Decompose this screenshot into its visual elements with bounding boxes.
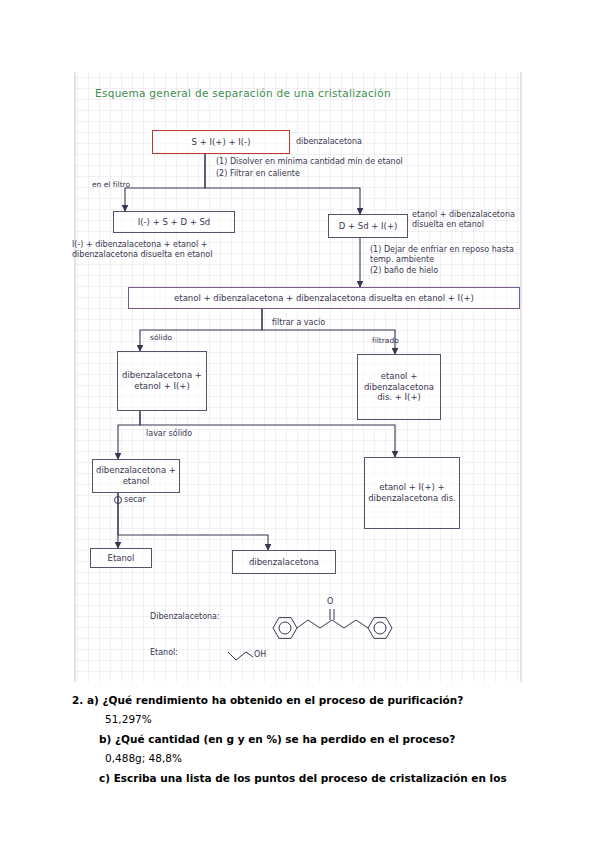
process-box: etanol + I(+) + dibenzalacetona dis. — [364, 457, 460, 529]
annotation: Etanol: — [150, 648, 210, 658]
question-text: 51,297% — [105, 713, 255, 725]
process-box: S + I(+) + I(-) — [152, 130, 290, 154]
process-box: D + Sd + I(+) — [328, 214, 408, 238]
annotation: I(-) + dibenzalacetona + etanol + dibenz… — [72, 240, 262, 260]
annotation: (2) Filtrar en caliente — [216, 169, 366, 179]
annotation: (1) Disolver en mínima cantidad mín de e… — [216, 157, 446, 167]
annotation: OH — [254, 650, 274, 660]
edge-label: sólido — [150, 333, 190, 342]
process-box: I(-) + S + D + Sd — [113, 211, 235, 233]
edge-label: en el filtro — [92, 180, 132, 189]
box-text: dibenzalacetona — [249, 557, 319, 568]
molecule-structure — [228, 652, 253, 660]
paper-edge — [521, 72, 522, 682]
box-text: etanol + dibenzalacetona + dibenzalaceto… — [174, 293, 474, 304]
box-text: dibenzalacetona + etanol — [96, 465, 176, 486]
process-box: Etanol — [90, 548, 152, 568]
flow-arrow — [118, 411, 140, 459]
box-text: D + Sd + I(+) — [339, 221, 398, 232]
annotation: Dibenzalacetona: — [150, 612, 250, 622]
process-box: etanol + dibenzalacetona dis. + I(+) — [357, 354, 441, 420]
annotation: O — [327, 597, 339, 607]
flow-arrow — [125, 154, 205, 211]
diagram-title: Esquema general de separación de una cri… — [95, 87, 455, 99]
box-text: etanol + I(+) + dibenzalacetona dis. — [368, 482, 456, 503]
edge-label: filtrado — [372, 336, 412, 345]
annotation: (1) Dejar de enfriar en reposo hasta tem… — [370, 245, 515, 265]
annotation: filtrar a vacío — [272, 318, 372, 328]
annotation: dibenzalacetona — [296, 137, 396, 147]
flow-arrow — [359, 238, 360, 287]
paper-edge — [75, 72, 76, 682]
box-text: etanol + dibenzalacetona dis. + I(+) — [361, 371, 437, 403]
box-text: dibenzalacetona + etanol + I(+) — [121, 370, 203, 391]
question-text: b) ¿Qué cantidad (en g y en %) se ha per… — [99, 733, 579, 745]
process-box: dibenzalacetona + etanol + I(+) — [117, 351, 207, 411]
molecule-structure — [273, 609, 392, 638]
annotation: secar — [124, 495, 164, 505]
question-text: 0,488g; 48,8% — [105, 752, 255, 764]
process-box: dibenzalacetona — [232, 550, 336, 574]
process-box: etanol + dibenzalacetona + dibenzalaceto… — [128, 287, 520, 309]
box-text: Etanol — [108, 553, 135, 564]
process-box: dibenzalacetona + etanol — [92, 459, 180, 493]
grid-paper — [75, 72, 521, 682]
flow-arrow — [118, 493, 268, 550]
question-text: c) Escriba una lista de los puntos del p… — [99, 772, 579, 784]
flow-arrow — [140, 309, 262, 351]
flow-arrow — [262, 309, 395, 354]
question-text: 2. a) ¿Qué rendimiento ha obtenido en el… — [72, 694, 592, 706]
box-text: S + I(+) + I(-) — [192, 137, 251, 148]
box-text: I(-) + S + D + Sd — [138, 217, 211, 228]
annotation: (2) baño de hielo — [370, 266, 490, 276]
annotation: lavar sólido — [146, 429, 226, 439]
annotation: etanol + dibenzalacetona disuelta en eta… — [412, 210, 517, 230]
